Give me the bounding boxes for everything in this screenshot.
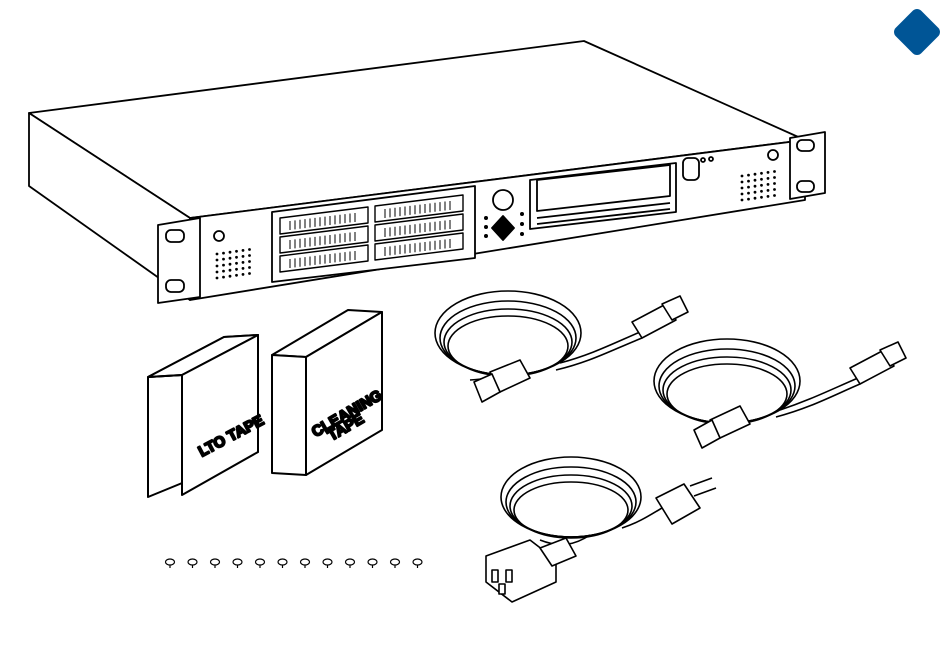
vent-hole (242, 249, 245, 252)
iec-connector (486, 538, 576, 602)
vent-hole (229, 263, 232, 266)
vent-hole (216, 253, 219, 256)
rack-screw (391, 559, 400, 568)
vent-hole (216, 271, 219, 274)
vent-hole (747, 186, 750, 189)
vent-hole (235, 262, 238, 265)
vent-hole (747, 174, 750, 177)
ear-slot (166, 230, 184, 242)
data-cable-connector (850, 342, 906, 384)
vent-hole (767, 177, 770, 180)
ear-slot (797, 140, 814, 151)
vent-hole (760, 178, 763, 181)
vent-hole (229, 257, 232, 260)
vent-hole (760, 172, 763, 175)
vent-hole (760, 184, 763, 187)
rack-screw (211, 559, 220, 568)
data-cable-2 (654, 339, 906, 448)
cleaning-tape-box: CLEANING TAPE (272, 310, 385, 475)
vent-hole (248, 260, 251, 263)
rack-screw (188, 559, 197, 568)
vent-hole (248, 266, 251, 269)
vent-hole (229, 275, 232, 278)
vent-hole (754, 191, 757, 194)
vent-hole (754, 179, 757, 182)
vent-hole (235, 274, 238, 277)
rack-screws (166, 559, 423, 568)
vent-hole (747, 180, 750, 183)
vent-hole (216, 277, 219, 280)
vent-hole (248, 254, 251, 257)
vent-hole (242, 267, 245, 270)
vent-hole (741, 187, 744, 190)
vent-hole (242, 261, 245, 264)
lto-tape-box: LTO TAPE (148, 335, 267, 497)
vent-hole (767, 183, 770, 186)
rack-screw (166, 559, 175, 568)
vent-hole (229, 269, 232, 272)
rack-screw (346, 559, 355, 568)
power-button (493, 190, 513, 210)
vent-hole (248, 272, 251, 275)
vent-hole (767, 195, 770, 198)
diamond-icon (892, 7, 943, 58)
vent-hole (747, 192, 750, 195)
vent-hole (222, 276, 225, 279)
ear-slot (797, 181, 814, 192)
vent-hole (773, 170, 776, 173)
vent-hole (222, 264, 225, 267)
data-cable-1 (435, 291, 688, 402)
rack-device: n (29, 41, 825, 303)
rack-screw (256, 559, 265, 568)
vent-hole (222, 258, 225, 261)
vent-hole (235, 256, 238, 259)
vent-hole (235, 268, 238, 271)
vent-hole (741, 199, 744, 202)
vent-hole (773, 182, 776, 185)
vent-hole (216, 265, 219, 268)
vent-hole (242, 273, 245, 276)
data-cable-connector (474, 360, 530, 402)
rack-screw (323, 559, 332, 568)
vent-hole (754, 197, 757, 200)
power-cord (486, 457, 716, 602)
power-plug (656, 478, 716, 524)
vent-hole (773, 176, 776, 179)
vent-hole (760, 196, 763, 199)
vent-hole (229, 251, 232, 254)
rack-screw (368, 559, 377, 568)
logo-letter: n (499, 224, 506, 236)
rack-screw (278, 559, 287, 568)
vent-hole (741, 181, 744, 184)
rack-screw (233, 559, 242, 568)
rack-screw (301, 559, 310, 568)
vent-hole (248, 248, 251, 251)
data-cable-connector (694, 406, 750, 448)
vent-hole (773, 188, 776, 191)
rack-screw (413, 559, 422, 568)
vent-hole (216, 259, 219, 262)
eject-button (683, 158, 699, 180)
ear-slot (166, 280, 184, 292)
vent-hole (754, 185, 757, 188)
vent-hole (767, 171, 770, 174)
vent-hole (760, 190, 763, 193)
data-cable-connector (632, 296, 688, 338)
vent-hole (767, 189, 770, 192)
vent-hole (754, 173, 757, 176)
vent-hole (773, 194, 776, 197)
vent-hole (747, 198, 750, 201)
vent-hole (741, 175, 744, 178)
vent-hole (741, 193, 744, 196)
vent-hole (235, 250, 238, 253)
vent-hole (222, 252, 225, 255)
vent-hole (242, 255, 245, 258)
vent-hole (222, 270, 225, 273)
